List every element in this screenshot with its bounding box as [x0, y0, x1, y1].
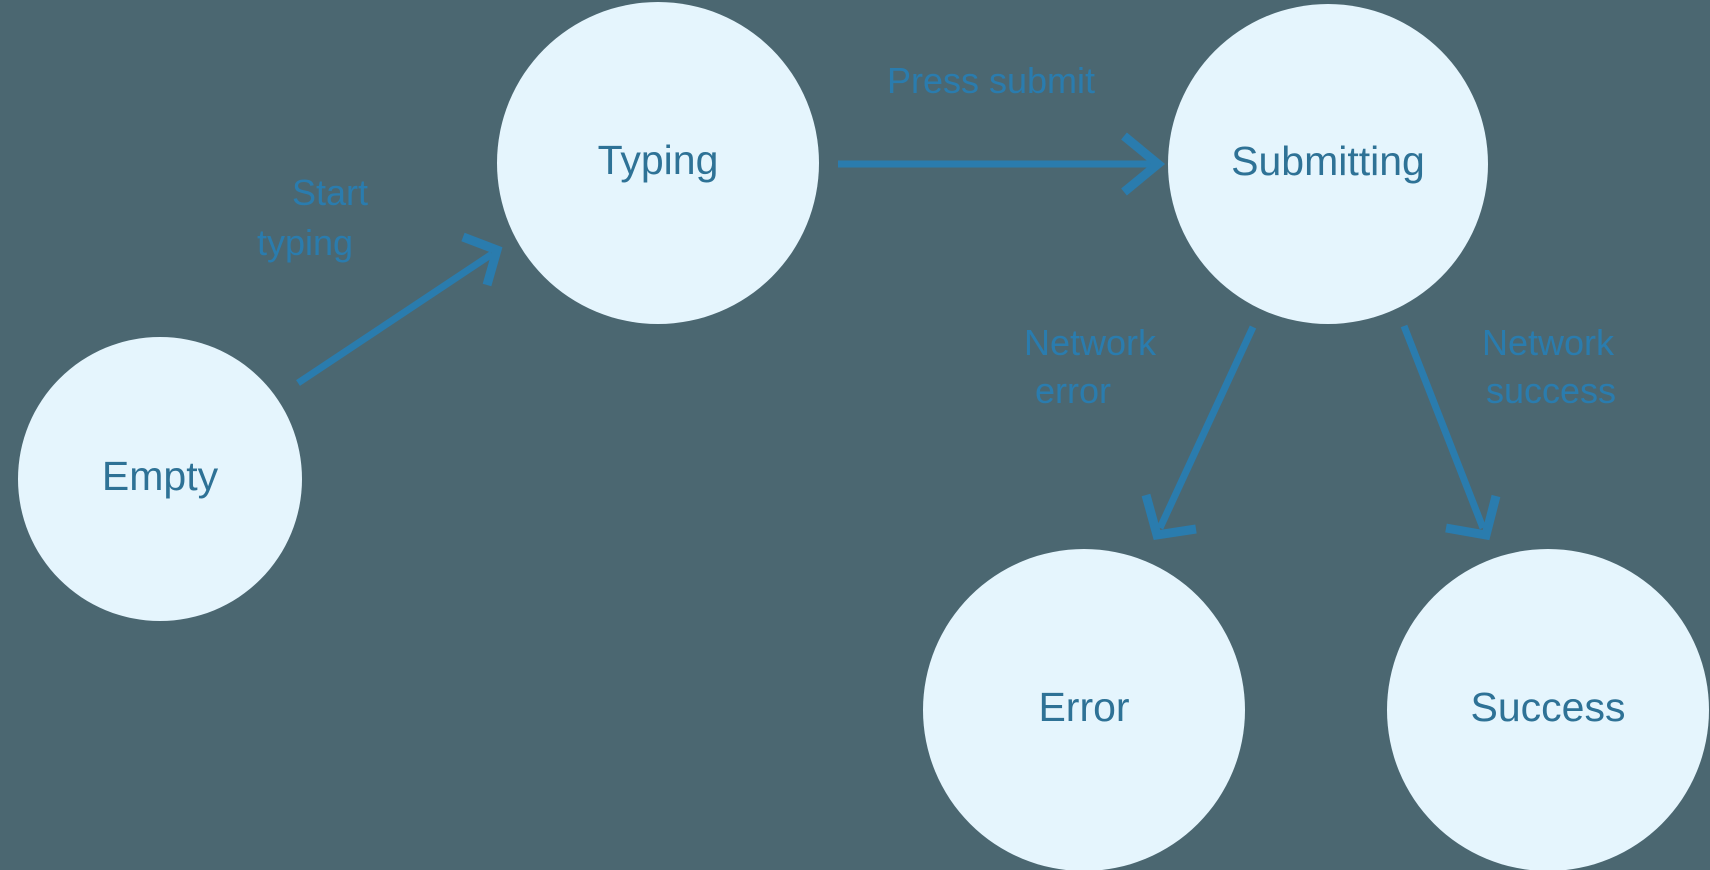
node-submitting-circle[interactable]: [1168, 4, 1488, 324]
node-typing[interactable]: Typing: [497, 2, 819, 324]
node-empty-circle[interactable]: [18, 337, 302, 621]
edge-empty-to-typing-arrowhead: [461, 232, 503, 287]
edge-submitting-to-error: [1141, 325, 1257, 541]
edge-label-submitting-to-error: Network error: [1024, 322, 1157, 411]
edge-submitting-to-error-line: [1156, 325, 1257, 530]
edge-label-submitting-to-success: Network success: [1482, 322, 1616, 411]
node-error-circle[interactable]: [923, 549, 1245, 870]
edge-label-network-error-line2: error: [1035, 370, 1111, 411]
node-success-label: Success: [1471, 684, 1626, 730]
node-success-circle[interactable]: [1387, 549, 1709, 870]
edge-label-typing-to-submitting: Press submit: [887, 60, 1095, 101]
edge-submitting-to-error-arrowhead: [1141, 493, 1197, 541]
node-typing-label: Typing: [598, 137, 719, 183]
edge-label-empty-to-typing: Start typing: [257, 172, 368, 263]
edge-submitting-to-success-line: [1400, 324, 1487, 530]
edge-label-network-success-line2: success: [1486, 370, 1616, 411]
node-error[interactable]: Error: [923, 549, 1245, 870]
node-typing-circle[interactable]: [497, 2, 819, 324]
edge-empty-to-typing: [296, 232, 503, 386]
node-error-label: Error: [1038, 684, 1129, 730]
edge-label-start-typing-line2: typing: [257, 222, 353, 263]
edge-submitting-to-success-arrowhead: [1445, 494, 1501, 541]
edge-label-network-success-line1: Network: [1482, 322, 1615, 363]
edge-typing-to-submitting: [838, 132, 1166, 196]
edge-label-press-submit: Press submit: [887, 60, 1095, 101]
node-empty[interactable]: Empty: [18, 337, 302, 621]
edge-label-start-typing-line1: Start: [292, 172, 368, 213]
edge-typing-to-submitting-arrowhead: [1121, 132, 1166, 196]
node-empty-label: Empty: [102, 453, 219, 499]
edge-label-network-error-line1: Network: [1024, 322, 1157, 363]
node-submitting-label: Submitting: [1231, 138, 1425, 184]
edge-empty-to-typing-line: [296, 251, 494, 386]
node-submitting[interactable]: Submitting: [1168, 4, 1488, 324]
edge-submitting-to-success: [1400, 324, 1501, 541]
node-success[interactable]: Success: [1387, 549, 1709, 870]
